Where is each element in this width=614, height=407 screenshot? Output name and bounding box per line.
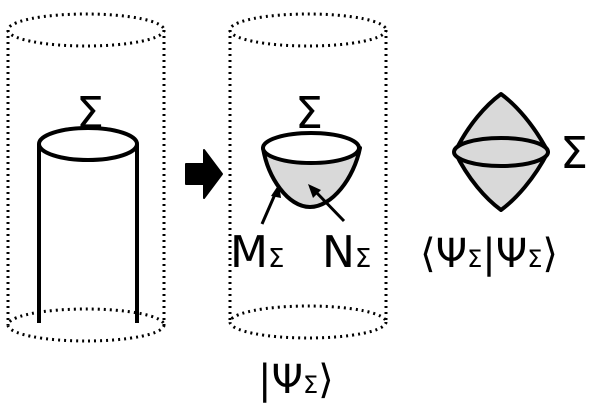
n-sigma-label: NΣ xyxy=(322,227,371,278)
inner-cylinder-top-ellipse xyxy=(37,126,139,162)
sigma-label-right: Σ xyxy=(560,128,588,179)
middle-cylinder-top-ellipse xyxy=(228,12,388,48)
right-panel: Σ ⟨ΨΣ|ΨΣ⟩ xyxy=(420,92,588,277)
left-cylinder-bottom-ellipse xyxy=(6,307,166,343)
n-sigma-pointer-arrow xyxy=(308,184,346,223)
middle-panel: Σ MΣ NΣ xyxy=(228,12,388,340)
m-sigma-label: MΣ xyxy=(230,227,284,278)
middle-cylinder-bottom-ellipse xyxy=(228,304,388,340)
m-sigma-pointer-arrow xyxy=(260,184,281,225)
lens-equator-ellipse xyxy=(452,136,550,168)
sigma-label-left: Σ xyxy=(76,88,104,139)
ket-label: |ΨΣ⟩ xyxy=(258,357,334,403)
cap-rim-ellipse xyxy=(261,131,361,165)
sigma-label-middle: Σ xyxy=(295,88,323,139)
right-arrow-icon xyxy=(185,149,223,199)
left-panel: Σ xyxy=(6,12,166,343)
left-cylinder-top-ellipse xyxy=(6,12,166,48)
bra-ket-label: ⟨ΨΣ|ΨΣ⟩ xyxy=(420,231,558,277)
